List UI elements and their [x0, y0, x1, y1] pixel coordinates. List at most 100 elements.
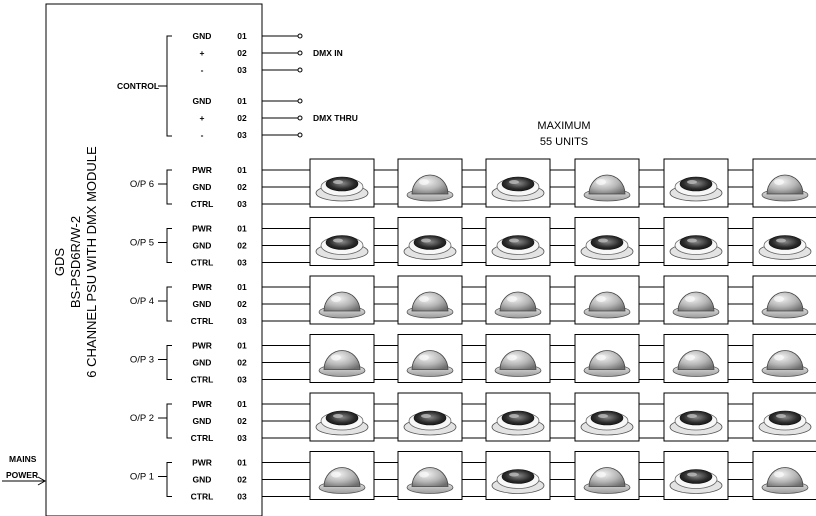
- output-pin-num: 02: [237, 358, 247, 368]
- output-pin-num: 02: [237, 182, 247, 192]
- output-label: O/P 6: [130, 179, 154, 190]
- output-pin-num: 02: [237, 475, 247, 485]
- output-pin-num: 03: [237, 433, 247, 443]
- dmx-thru-pin-name: +: [200, 113, 205, 123]
- output-pin-name: CTRL: [191, 492, 214, 502]
- output-pin-num: 03: [237, 199, 247, 209]
- ptz-camera-icon: [485, 158, 551, 208]
- psu-manufacturer: GDS: [52, 248, 67, 277]
- output-pin-num: 02: [237, 241, 247, 251]
- maximum-note: MAXIMUM 55 UNITS: [537, 120, 590, 148]
- output-pin-num: 02: [237, 416, 247, 426]
- output-pin-num: 01: [237, 282, 247, 292]
- mains-label: MAINS: [9, 454, 37, 464]
- ptz-camera-icon: [309, 158, 375, 208]
- ptz-camera-icon: [397, 392, 463, 442]
- dmx-in-pin-num: 01: [237, 31, 247, 41]
- dome-camera-icon: [397, 451, 463, 500]
- ptz-camera-icon: [663, 158, 729, 208]
- ptz-camera-icon: [752, 392, 816, 442]
- output-pin-num: 03: [237, 375, 247, 385]
- output-pin-name: PWR: [192, 341, 212, 351]
- output-pin-name: PWR: [192, 224, 212, 234]
- output-pin-num: 01: [237, 341, 247, 351]
- output-pin-name: PWR: [192, 458, 212, 468]
- control-block: CONTROL GND 01 + 02 - 03 DMX IN GND 01 +…: [117, 31, 358, 140]
- dmx-in-pin-num: 03: [237, 65, 247, 75]
- output-pin-name: CTRL: [191, 433, 214, 443]
- dome-camera-icon: [574, 275, 640, 325]
- output-pin-name: CTRL: [191, 258, 214, 268]
- dome-camera-icon: [397, 334, 463, 383]
- dome-camera-icon: [397, 275, 463, 325]
- ptz-camera-icon: [663, 392, 729, 442]
- ptz-camera-icon: [485, 392, 551, 442]
- dome-camera-icon: [752, 158, 816, 208]
- output-label: O/P 1: [130, 472, 154, 483]
- output-pin-name: PWR: [192, 282, 212, 292]
- output-pin-num: 01: [237, 165, 247, 175]
- dome-camera-icon: [309, 451, 375, 500]
- dmx-in-pin-name: GND: [193, 31, 212, 41]
- ptz-camera-icon: [397, 217, 463, 266]
- output-pin-name: GND: [193, 299, 212, 309]
- dome-camera-icon: [574, 451, 640, 500]
- psu-enclosure: GDS BS-PSD6R/W-2 6 CHANNEL PSU WITH DMX …: [45, 3, 263, 516]
- output-label: O/P 2: [130, 413, 154, 424]
- output-pin-num: 02: [237, 299, 247, 309]
- ptz-camera-icon: [574, 217, 640, 266]
- psu-description: 6 CHANNEL PSU WITH DMX MODULE: [84, 146, 99, 378]
- output-pin-num: 01: [237, 458, 247, 468]
- output-pin-name: GND: [193, 241, 212, 251]
- ptz-camera-icon: [485, 217, 551, 266]
- output-label: O/P 5: [130, 238, 154, 249]
- output-pin-name: GND: [193, 416, 212, 426]
- power-label: POWER: [6, 470, 38, 480]
- ptz-camera-icon: [309, 217, 375, 266]
- output-pin-num: 01: [237, 399, 247, 409]
- output-pin-name: CTRL: [191, 199, 214, 209]
- dome-camera-icon: [663, 275, 729, 325]
- ptz-camera-icon: [574, 392, 640, 442]
- mains-power-input: MAINS POWER: [2, 454, 47, 486]
- dmx-in-pin-name: -: [201, 65, 204, 75]
- dmx-thru-pin-name: -: [201, 130, 204, 140]
- maximum-units: 55 UNITS: [540, 136, 588, 148]
- dmx-in-pin-num: 02: [237, 48, 247, 58]
- ptz-camera-icon: [663, 451, 729, 500]
- dome-camera-icon: [752, 334, 816, 383]
- output-pin-name: CTRL: [191, 316, 214, 326]
- output-pin-num: 03: [237, 492, 247, 502]
- dome-camera-icon: [574, 158, 640, 208]
- output-pin-num: 01: [237, 224, 247, 234]
- ptz-camera-icon: [309, 392, 375, 442]
- output-pin-name: GND: [193, 182, 212, 192]
- control-label: CONTROL: [117, 81, 159, 91]
- output-pin-name: CTRL: [191, 375, 214, 385]
- dome-camera-icon: [485, 334, 551, 383]
- dome-camera-icon: [752, 275, 816, 325]
- output-pin-name: PWR: [192, 165, 212, 175]
- ptz-camera-icon: [663, 217, 729, 266]
- ptz-camera-icon: [485, 451, 551, 500]
- output-label: O/P 4: [130, 296, 154, 307]
- dmx-in-label: DMX IN: [313, 48, 343, 58]
- dome-camera-icon: [574, 334, 640, 383]
- output-pin-name: GND: [193, 358, 212, 368]
- dome-camera-icon: [485, 275, 551, 325]
- dmx-thru-pin-num: 03: [237, 130, 247, 140]
- ptz-camera-icon: [752, 217, 816, 266]
- output-pin-num: 03: [237, 316, 247, 326]
- output-pin-num: 03: [237, 258, 247, 268]
- dome-camera-icon: [663, 334, 729, 383]
- dmx-thru-label: DMX THRU: [313, 113, 358, 123]
- output-pin-name: GND: [193, 475, 212, 485]
- dome-camera-icon: [397, 158, 463, 208]
- output-pin-name: PWR: [192, 399, 212, 409]
- dmx-thru-pin-num: 02: [237, 113, 247, 123]
